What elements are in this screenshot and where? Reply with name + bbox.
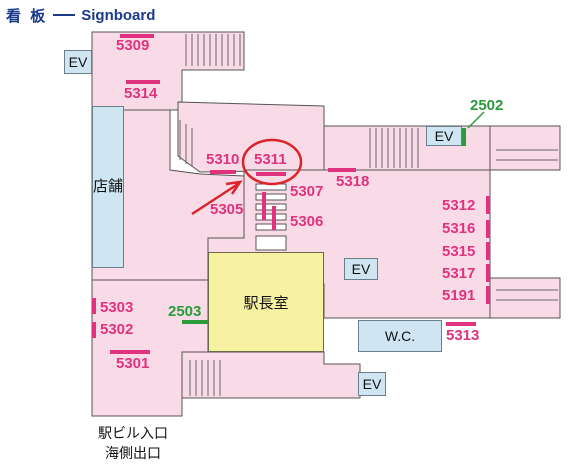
- legend: 看 板 Signboard: [6, 4, 155, 26]
- elevator-south-label: EV: [362, 376, 382, 392]
- store-label: 店舗: [93, 178, 124, 195]
- sign-5313: 5313: [446, 327, 480, 344]
- mark-5302: [92, 322, 96, 338]
- elevator-south: EV: [358, 372, 386, 396]
- mark-5301: [110, 350, 150, 354]
- elevator-west-label: EV: [68, 54, 88, 70]
- floor-west-wing: [91, 31, 245, 111]
- sign-5306: 5306: [290, 213, 324, 230]
- sign-5316: 5316: [442, 220, 476, 237]
- mark-5315: [486, 242, 490, 260]
- floor-south-corridor: [181, 351, 361, 399]
- mark-5316: [486, 220, 490, 238]
- mark-5306: [272, 206, 276, 230]
- sign-2503: 2503: [168, 303, 202, 320]
- sign-5302: 5302: [100, 321, 134, 338]
- sign-5191: 5191: [442, 287, 476, 304]
- mark-5305: [262, 192, 266, 220]
- sign-5309: 5309: [116, 37, 150, 54]
- exit-line-2: 海側出口: [105, 446, 161, 462]
- elevator-center-label: EV: [351, 261, 371, 277]
- legend-kanji: 看 板: [6, 6, 48, 25]
- pointer-2502: [467, 111, 485, 129]
- sign-5315: 5315: [442, 243, 476, 260]
- highlight-circle-5311: [241, 138, 303, 186]
- mark-5318: [328, 168, 356, 172]
- sign-5314: 5314: [124, 85, 158, 102]
- store-block: 店舗: [92, 106, 124, 268]
- sign-2502: 2502: [470, 97, 504, 114]
- mark-5314: [126, 80, 160, 84]
- highlight-arrow: [191, 180, 243, 216]
- mark-2503: [182, 320, 210, 324]
- floor-east-stair-bottom: [489, 277, 561, 319]
- elevator-east: EV: [426, 126, 462, 146]
- mark-5309: [120, 34, 154, 38]
- elevator-center: EV: [344, 258, 378, 280]
- mark-5303: [92, 298, 96, 314]
- legend-dash: [53, 14, 76, 16]
- exit-label: 駅ビル入口 海側出口: [78, 424, 188, 464]
- sign-5305: 5305: [210, 201, 244, 218]
- legend-english: Signboard: [81, 6, 156, 24]
- elevator-west: EV: [64, 50, 92, 74]
- mark-5310: [210, 170, 236, 174]
- sign-5318: 5318: [336, 173, 370, 190]
- signboard-marks: [92, 34, 490, 354]
- station-office: 駅長室: [208, 252, 324, 352]
- mark-5191: [486, 286, 490, 304]
- mark-5312: [486, 196, 490, 214]
- sign-5310: 5310: [206, 151, 240, 168]
- mark-5313: [446, 322, 476, 326]
- mark-2502: [462, 128, 466, 146]
- restroom: W.C.: [358, 320, 442, 352]
- sign-5317: 5317: [442, 265, 476, 282]
- sign-5307: 5307: [290, 183, 324, 200]
- sign-5301: 5301: [116, 355, 150, 372]
- restroom-label: W.C.: [384, 328, 416, 344]
- mark-5317: [486, 264, 490, 282]
- station-office-label: 駅長室: [243, 294, 289, 312]
- sign-5312: 5312: [442, 197, 476, 214]
- mark-5311: [256, 172, 286, 176]
- exit-line-1: 駅ビル入口: [98, 426, 168, 442]
- center-steps: [255, 183, 287, 251]
- green-signboard-marks: [182, 128, 466, 324]
- elevator-east-label: EV: [434, 128, 454, 144]
- sign-5303: 5303: [100, 299, 134, 316]
- stairs: [179, 34, 558, 396]
- floor-east-stair-top: [489, 125, 561, 171]
- sign-5311: 5311: [254, 151, 287, 168]
